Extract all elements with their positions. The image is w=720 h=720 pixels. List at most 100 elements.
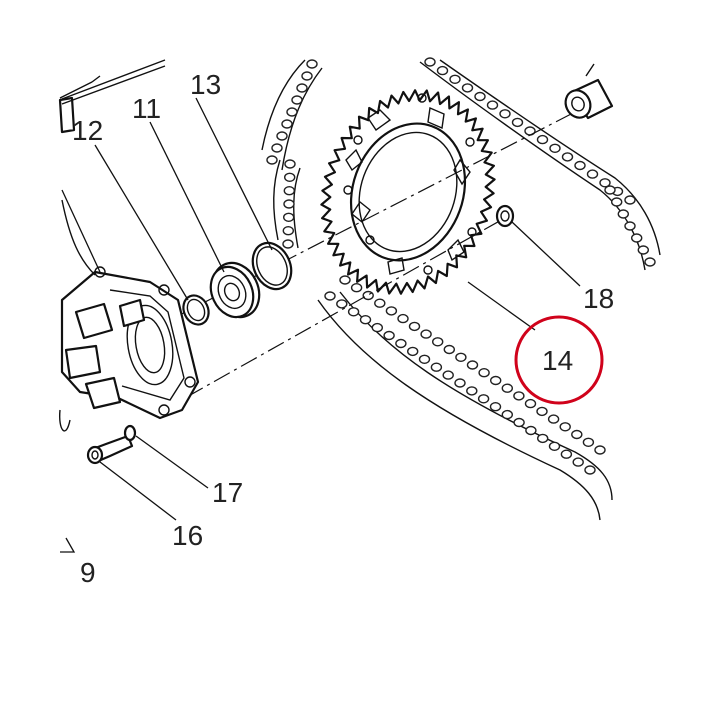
chain-roller xyxy=(549,143,561,154)
chain-roller xyxy=(574,160,586,171)
chain-roller xyxy=(599,178,611,188)
chain-roller xyxy=(513,417,525,428)
chain-roller xyxy=(571,429,583,440)
chain-roller xyxy=(490,375,502,386)
chain-roller xyxy=(374,298,386,308)
chain-roller xyxy=(486,100,499,110)
callout-13: 13 xyxy=(190,69,221,100)
chain-roller xyxy=(525,425,537,436)
circlip-12 xyxy=(182,294,210,326)
chain-roller xyxy=(617,209,629,219)
chain-roller xyxy=(560,449,573,459)
chain-roller xyxy=(611,197,623,207)
chain-roller xyxy=(271,143,283,153)
callout-17: 17 xyxy=(212,477,243,508)
chain-roller xyxy=(524,398,537,409)
chain-roller xyxy=(408,321,421,332)
nut-18 xyxy=(495,204,515,228)
chain-roller xyxy=(324,291,336,301)
callout-9: 9 xyxy=(80,557,96,588)
chain-roller xyxy=(420,329,432,339)
rear-sprocket xyxy=(320,89,496,295)
chain-roller xyxy=(455,352,467,362)
chain-roller xyxy=(284,172,296,183)
chain-roller xyxy=(282,239,294,249)
chain-roller xyxy=(631,233,643,243)
chain-roller xyxy=(489,402,502,412)
snap-ring-13 xyxy=(251,241,293,291)
chain-roller xyxy=(547,414,560,424)
chain-roller xyxy=(501,409,513,420)
chain-roller xyxy=(442,370,454,380)
chain-roller xyxy=(572,457,584,467)
chain-roller xyxy=(477,394,490,404)
chain-roller xyxy=(424,57,436,67)
chain-roller xyxy=(383,330,395,341)
chain-roller xyxy=(339,275,351,285)
chain-roller xyxy=(511,117,524,128)
chain-roller xyxy=(466,386,478,396)
chain-roller xyxy=(397,313,409,324)
chain-roller xyxy=(624,195,636,205)
chain-roller xyxy=(276,131,288,141)
chain-roller xyxy=(306,59,318,69)
chain-roller xyxy=(604,185,616,195)
leader-lines xyxy=(60,97,581,553)
chain-roller xyxy=(301,71,313,81)
chain-roller xyxy=(644,257,656,267)
callout-12: 12 xyxy=(72,115,103,146)
chain-roller xyxy=(281,119,293,129)
chain-roller xyxy=(513,391,525,401)
chain-roller xyxy=(336,299,348,309)
chain-roller xyxy=(359,315,372,325)
chain-roller xyxy=(537,433,549,444)
chain-roller xyxy=(347,307,360,317)
chain-roller xyxy=(449,74,461,85)
chain-roller xyxy=(584,465,596,475)
chain-roller xyxy=(461,83,474,93)
chain-roller xyxy=(395,338,407,349)
chain-roller xyxy=(284,159,296,169)
chain-roller xyxy=(536,406,548,417)
chain-roller xyxy=(559,422,571,432)
chain-roller xyxy=(501,383,513,393)
bolt-16 xyxy=(86,434,134,465)
chain-roller xyxy=(362,290,374,301)
chain-roller xyxy=(350,283,363,293)
chain-roller xyxy=(561,152,574,162)
chain-roller xyxy=(582,437,595,447)
callout-11: 11 xyxy=(132,93,161,124)
chain-roller xyxy=(436,65,449,76)
chain-roller xyxy=(594,445,606,455)
highlight-circle xyxy=(514,315,604,405)
chain-roller xyxy=(418,354,431,364)
chain-roller xyxy=(474,91,486,102)
spacer-bushing xyxy=(564,63,614,120)
drive-chain xyxy=(261,57,661,521)
chain-roller xyxy=(478,368,490,378)
chain-roller xyxy=(407,346,419,357)
chain-roller xyxy=(291,95,303,105)
chain-roller xyxy=(266,155,278,165)
chain-roller xyxy=(371,322,383,333)
chain-roller xyxy=(466,360,479,370)
chain-roller xyxy=(296,83,308,93)
washer-17 xyxy=(123,424,137,442)
chain-roller xyxy=(286,107,298,117)
chain-roller xyxy=(432,337,444,347)
sprocket-carrier-hub xyxy=(58,59,200,432)
chain-roller xyxy=(283,212,295,223)
chain-roller xyxy=(385,306,398,316)
chain-roller xyxy=(443,344,455,355)
chain-roller xyxy=(536,134,549,145)
callout-14: 14 xyxy=(542,345,573,376)
chain-roller xyxy=(637,245,649,255)
chain-roller xyxy=(548,441,561,451)
chain-roller xyxy=(586,169,599,179)
chain-roller xyxy=(454,378,466,388)
chain-roller xyxy=(430,362,443,372)
bearing-11 xyxy=(209,261,261,319)
chain-roller xyxy=(624,221,636,231)
